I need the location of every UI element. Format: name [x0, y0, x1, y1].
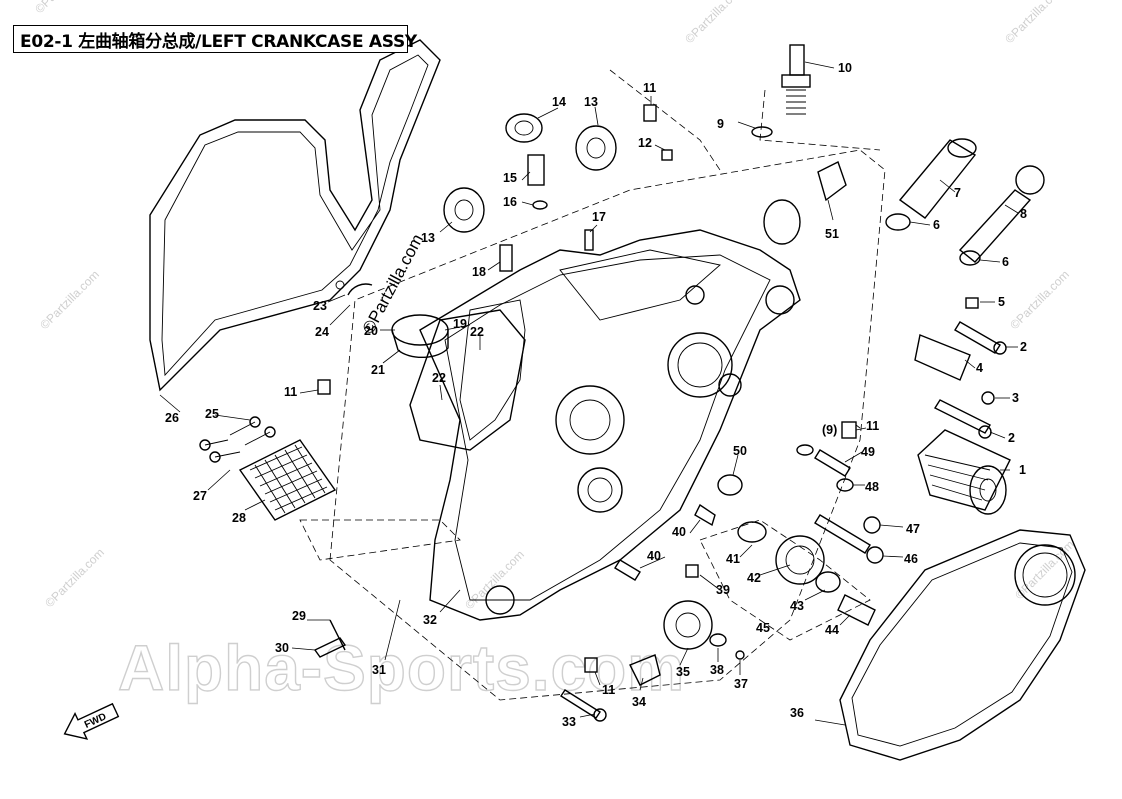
callout-12: 12: [638, 136, 652, 150]
callout-7: 7: [954, 186, 961, 200]
diagram-title: E02-1 左曲轴箱分总成/LEFT CRANKCASE ASSY: [20, 31, 417, 52]
callout-35: 35: [676, 665, 690, 679]
watermark-small: ©Partzilla.com: [1007, 267, 1072, 332]
callout-leaders: [159, 61, 1019, 726]
callout-26: 26: [165, 411, 179, 425]
assembly-outline-lines: [299, 69, 886, 701]
callout-16: 16: [503, 195, 517, 209]
balancer-gears: [614, 474, 876, 660]
callout-6: 6: [933, 218, 940, 232]
callout-9-paren: (9): [822, 423, 837, 437]
relief-valve: [796, 444, 884, 564]
callout-32: 32: [423, 613, 437, 627]
callout-5: 5: [998, 295, 1005, 309]
callout-8: 8: [1020, 207, 1027, 221]
fwd-label: FWD: [83, 711, 108, 731]
callout-15: 15: [503, 171, 517, 185]
callout-11: 11: [866, 419, 879, 433]
callout-22: 22: [432, 371, 446, 385]
callout-6: 6: [1002, 255, 1009, 269]
oil-filter: [917, 429, 1011, 515]
callout-28: 28: [232, 511, 246, 525]
oil-strainer-screen: [238, 439, 337, 521]
callout-1: 1: [1019, 463, 1026, 477]
watermark-small: ©Partzilla.com: [1002, 0, 1067, 46]
callout-11: 11: [284, 385, 297, 399]
watermark-small: ©Partzilla.com: [42, 545, 107, 610]
callout-40: 40: [672, 525, 686, 539]
breather-housing: [335, 280, 526, 451]
screen-bolts: [199, 416, 276, 463]
drain-bolt: [751, 44, 811, 138]
callout-41: 41: [726, 552, 740, 566]
dowel-pins: [317, 104, 857, 673]
callout-2: 2: [1008, 431, 1015, 445]
watermark-small: ©Partzilla.com: [32, 0, 97, 16]
callout-23: 23: [313, 299, 327, 313]
callout-14: 14: [552, 95, 566, 109]
callout-34: 34: [632, 695, 646, 709]
watermark-small: ©Partzilla.com: [1012, 537, 1077, 602]
callout-37: 37: [734, 677, 748, 691]
callout-50: 50: [733, 444, 747, 458]
callout-3: 3: [1012, 391, 1019, 405]
watermark-alpha-sports: Alpha-Sports.com: [118, 632, 685, 704]
callout-44: 44: [825, 623, 839, 637]
callout-11: 11: [643, 81, 656, 95]
filler-parts: [763, 138, 1045, 266]
callout-51: 51: [825, 227, 839, 241]
callout-9: 9: [717, 117, 724, 131]
callout-24: 24: [315, 325, 329, 339]
callout-33: 33: [562, 715, 576, 729]
callout-13: 13: [421, 231, 435, 245]
callout-22: 22: [470, 325, 484, 339]
callout-36: 36: [790, 706, 804, 720]
callout-4: 4: [976, 361, 983, 375]
callout-47: 47: [906, 522, 920, 536]
callout-13: 13: [584, 95, 598, 109]
misc-small-parts: [313, 283, 661, 722]
right-cover-gasket: [839, 529, 1086, 761]
callout-46: 46: [904, 552, 918, 566]
callout-21: 21: [371, 363, 385, 377]
callout-48: 48: [865, 480, 879, 494]
callout-11: 11: [602, 683, 615, 697]
callout-labels: 1 2 2 3 4 5 6 6 7 8 9 (9) 10 11 11 11 11…: [165, 61, 1027, 729]
callout-38: 38: [710, 663, 724, 677]
bearings-top: [443, 113, 617, 233]
callout-18: 18: [472, 265, 486, 279]
callout-42: 42: [747, 571, 761, 585]
callout-25: 25: [205, 407, 219, 421]
left-crankcase-body: [419, 229, 801, 621]
callout-29: 29: [292, 609, 306, 623]
left-cover-gasket: [149, 39, 441, 392]
watermark-small: ©Partzilla.com: [462, 547, 527, 612]
callout-49: 49: [861, 445, 875, 459]
fwd-arrow: FWD: [63, 702, 120, 740]
callout-30: 30: [275, 641, 289, 655]
watermark-small: ©Partzilla.com: [37, 267, 102, 332]
callout-39: 39: [716, 583, 730, 597]
callout-43: 43: [790, 599, 804, 613]
callout-20: 20: [364, 324, 378, 338]
callout-45: 45: [756, 621, 770, 635]
neutral-switch: [527, 154, 548, 210]
right-bolts: [914, 297, 1007, 439]
diagram-title-box: E02-1 左曲轴箱分总成/LEFT CRANKCASE ASSY: [13, 25, 417, 53]
callout-40: 40: [647, 549, 661, 563]
callout-2: 2: [1020, 340, 1027, 354]
callout-27: 27: [193, 489, 207, 503]
callout-19: 19: [453, 317, 467, 331]
watermark-small: ©Partzilla.com: [682, 0, 747, 46]
callout-10: 10: [838, 61, 852, 75]
callout-31: 31: [372, 663, 386, 677]
callout-17: 17: [592, 210, 606, 224]
